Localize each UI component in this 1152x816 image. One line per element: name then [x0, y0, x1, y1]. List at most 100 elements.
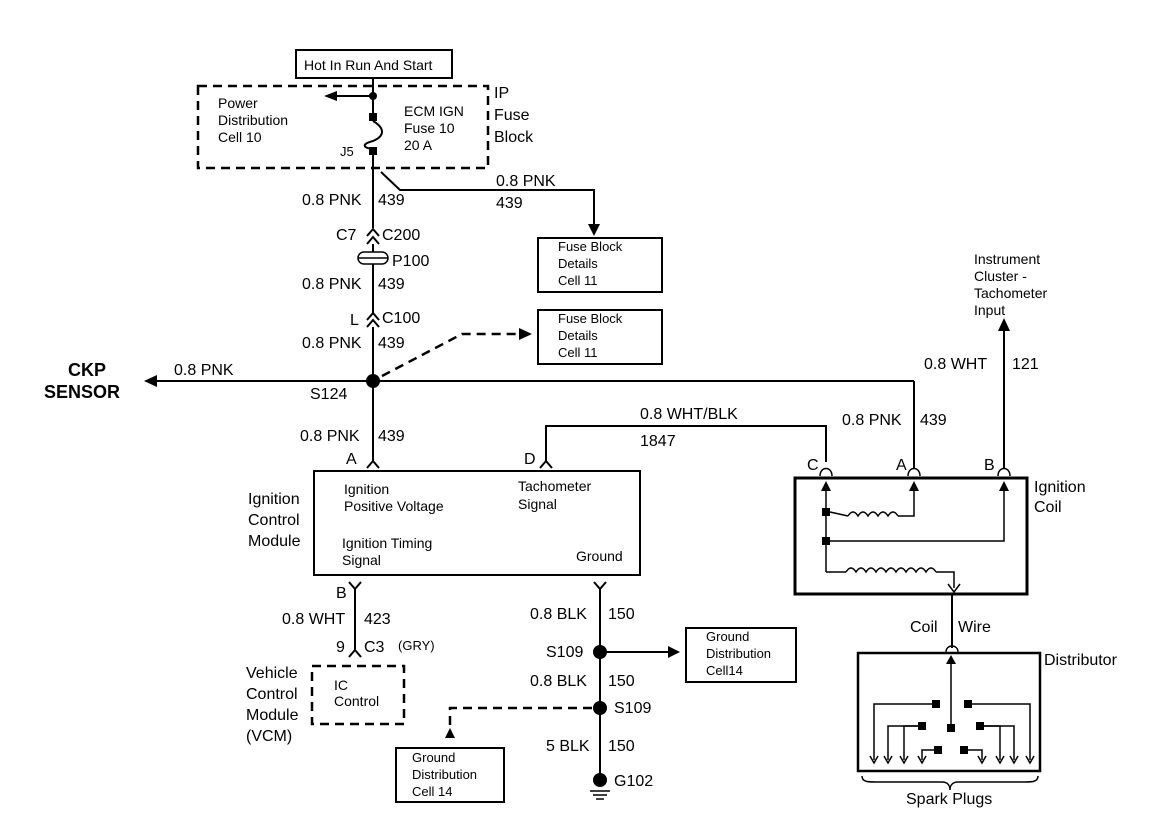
gd1-line3: Cell14 [706, 663, 743, 678]
instrument-cluster-4: Input [974, 302, 1005, 318]
ground-dashed-arrow-icon [445, 728, 455, 738]
icm-tach-1: Tachometer [518, 478, 591, 494]
ignition-coil-label-2: Coil [1034, 499, 1062, 516]
coil-node-2 [822, 537, 830, 545]
dist-terminal-1 [932, 700, 940, 708]
s124-label: S124 [310, 386, 347, 403]
ic-control-1: IC [334, 677, 348, 693]
icm-pin-b-icon [348, 581, 362, 591]
gd2-line2: Distribution [412, 767, 477, 782]
block-label: Block [494, 129, 534, 146]
circuit-439-label-6: 439 [920, 412, 947, 429]
icm-ground-pin-icon [593, 581, 607, 591]
coil-arrow-b-icon [999, 481, 1009, 491]
instrument-cluster-1: Instrument [974, 251, 1040, 267]
fbd1-line2: Details [558, 256, 598, 271]
p100-label: P100 [392, 253, 429, 270]
power-dist-line2: Distribution [218, 112, 288, 128]
circuit-121-label: 121 [1012, 356, 1039, 373]
wire-blk-label-1: 0.8 BLK [530, 606, 587, 623]
pnk-branch-wire [380, 171, 595, 228]
wire-wht-label-121: 0.8 WHT [924, 356, 987, 373]
plug-lead-1 [873, 703, 932, 760]
sensor-label: SENSOR [44, 382, 120, 402]
ground-dist-box-1 [685, 627, 797, 683]
coil-arrow-a-icon [909, 481, 919, 491]
s109-label-2: S109 [614, 700, 651, 717]
fbd1-line3: Cell 11 [558, 273, 598, 288]
ignition-coil-label-1: Ignition [1034, 479, 1086, 496]
l-pin-label: L [350, 312, 359, 329]
power-dist-arrow-icon [324, 91, 337, 101]
icm-label-3: Module [248, 533, 301, 550]
wire-wht-label-423: 0.8 WHT [282, 611, 345, 628]
c3-pin-9-label: 9 [336, 639, 345, 656]
c3-connector-icon [348, 648, 362, 658]
ground-dist-box-2 [395, 747, 505, 803]
ckp-arrow-icon [144, 375, 157, 387]
dist-terminal-2 [964, 700, 972, 708]
c200-connector-icon [366, 227, 380, 245]
wire-pnk-label-5: 0.8 PNK [300, 428, 360, 445]
s109-splice-dot-2 [593, 701, 607, 715]
icm-pin-a-label: A [346, 451, 357, 468]
vcm-label-1: Vehicle [246, 665, 298, 682]
icm-ign-pos-1: Ignition [344, 481, 389, 497]
ecm-fuse-line3: 20 A [404, 137, 433, 153]
icm-pin-b-label: B [336, 585, 347, 602]
fuse-element-icon [363, 120, 383, 150]
gd2-line3: Cell 14 [412, 784, 452, 799]
icm-ign-pos-2: Positive Voltage [344, 498, 444, 514]
plug-lead-4 [921, 749, 934, 760]
ground-branch-arrow-icon [668, 646, 680, 658]
coil-wire-label-1: Coil [910, 619, 938, 636]
icm-timing-2: Signal [342, 552, 381, 568]
primary-winding-icon [847, 511, 899, 518]
ip-fuse-block-box [196, 84, 490, 170]
fuse-block-details-box-1 [537, 237, 663, 293]
power-dist-line1: Power [218, 95, 258, 111]
wire-pnk-label-3: 0.8 PNK [302, 276, 362, 293]
g102-ground-dot [593, 773, 607, 787]
dashed-arrow-icon [519, 328, 532, 340]
circuit-439-label-3: 439 [378, 276, 405, 293]
icm-pin-a-icon [366, 459, 380, 469]
distributor-label: Distributor [1044, 652, 1118, 669]
wire-pnk-label-4: 0.8 PNK [302, 335, 362, 352]
tach-output-arrow-icon [998, 318, 1010, 331]
ecm-fuse-line2: Fuse 10 [404, 120, 455, 136]
power-dist-line3: Cell 10 [218, 129, 262, 145]
vcm-label-3: Module [246, 707, 299, 724]
c7-label: C7 [336, 227, 357, 244]
ignition-control-module-box [313, 470, 641, 576]
wire-pnk-label-2: 0.8 PNK [496, 173, 556, 190]
plug-lead-5 [968, 749, 983, 760]
fbd1-line1: Fuse Block [558, 239, 623, 254]
j5-label: J5 [340, 144, 354, 159]
primary-lead [829, 511, 849, 517]
plug-lead-8 [972, 703, 1031, 760]
coil-arrow-c-icon [821, 481, 831, 491]
wire-5blk-label: 5 BLK [546, 738, 590, 755]
spark-plugs-label: Spark Plugs [906, 791, 992, 808]
ip-label: IP [494, 85, 509, 102]
dashed-reference-wire [381, 332, 520, 378]
coil-to-b [830, 490, 1005, 542]
instrument-cluster-2: Cluster - [974, 268, 1027, 284]
wire-blk-label-2: 0.8 BLK [530, 673, 587, 690]
wire-pnk-label-1: 0.8 PNK [302, 192, 362, 209]
distributor-box [856, 651, 1042, 773]
rotor-center [947, 724, 955, 732]
primary-to-a [898, 490, 915, 517]
g102-label: G102 [614, 773, 653, 790]
icm-label-2: Control [248, 512, 300, 529]
circuit-439-label-1: 439 [378, 192, 405, 209]
plug-lead-7 [976, 725, 1015, 760]
circuit-150-label-1: 150 [608, 606, 635, 623]
c100-connector-icon [366, 311, 380, 328]
secondary-out [936, 571, 955, 588]
gd1-line1: Ground [706, 629, 749, 644]
fuse-block-details-box-2 [537, 309, 663, 365]
ic-control-2: Control [334, 693, 379, 709]
coil-pin-c-label: C [807, 457, 819, 474]
